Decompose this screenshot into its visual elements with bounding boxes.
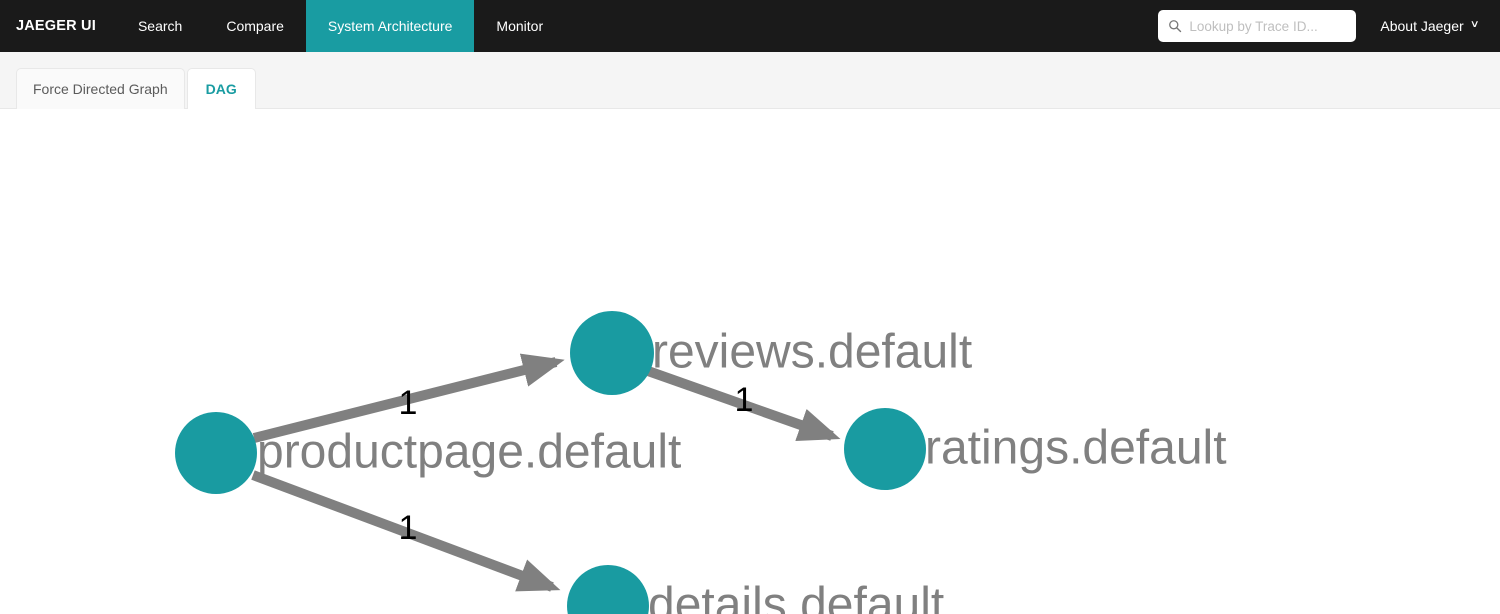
nav-item-system-architecture[interactable]: System Architecture — [305, 0, 475, 52]
nav-item-search[interactable]: Search — [137, 18, 183, 34]
node-label-group: productpage.default reviews.default rati… — [257, 326, 1227, 614]
nav-item-monitor[interactable]: Monitor — [496, 18, 544, 34]
search-input[interactable] — [1189, 18, 1347, 34]
brand-logo[interactable]: JAEGER UI — [16, 18, 96, 34]
tab-force-directed-graph[interactable]: Force Directed Graph — [16, 68, 185, 109]
node-label-reviews-default: reviews.default — [652, 326, 972, 379]
node-label-ratings-default: ratings.default — [925, 422, 1227, 475]
top-navbar: JAEGER UI Search Compare System Architec… — [0, 0, 1500, 52]
tab-dag[interactable]: DAG — [186, 68, 256, 109]
node-ratings-default[interactable] — [844, 408, 926, 490]
node-productpage-default[interactable] — [175, 412, 257, 494]
node-label-productpage-default: productpage.default — [257, 426, 681, 479]
edge-label-reviews-ratings: 1 — [735, 381, 754, 419]
edge-label-productpage-reviews: 1 — [399, 384, 418, 422]
edge-productpage-to-reviews[interactable] — [252, 353, 565, 443]
dag-graph-canvas[interactable]: 1 1 1 productpage.default reviews.defaul… — [0, 109, 1500, 614]
edge-label-group: 1 1 1 — [399, 381, 754, 547]
view-tabbar: Force Directed Graph DAG — [0, 52, 1500, 109]
about-jaeger-label: About Jaeger — [1380, 18, 1464, 34]
edge-reviews-to-ratings[interactable] — [646, 366, 841, 442]
edge-label-productpage-details: 1 — [399, 509, 418, 547]
edge-productpage-to-details[interactable] — [251, 470, 561, 592]
node-details-default[interactable] — [567, 565, 649, 614]
chevron-down-icon: ∨ — [1469, 19, 1480, 30]
search-icon — [1169, 20, 1182, 33]
edge-group — [251, 353, 841, 592]
about-jaeger-menu[interactable]: About Jaeger ∨ — [1380, 18, 1482, 34]
node-group — [175, 311, 926, 614]
trace-id-search-box[interactable] — [1158, 10, 1357, 42]
navbar-right-group: About Jaeger ∨ — [1158, 0, 1500, 52]
dag-svg: 1 1 1 productpage.default reviews.defaul… — [175, 311, 1227, 614]
nav-item-compare[interactable]: Compare — [226, 18, 284, 34]
node-label-details-default: details.default — [648, 579, 944, 614]
node-reviews-default[interactable] — [570, 311, 654, 395]
